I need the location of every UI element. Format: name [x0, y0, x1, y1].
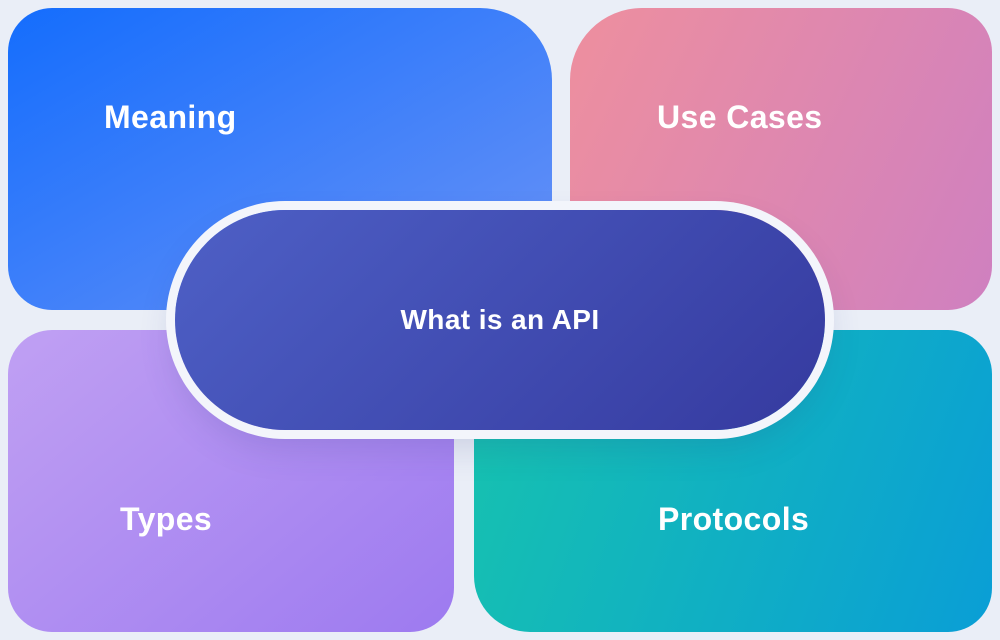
- node-meaning-label: Meaning: [104, 99, 237, 135]
- node-protocols-label: Protocols: [658, 501, 810, 537]
- center-pill: What is an API: [175, 210, 825, 430]
- node-types-label: Types: [120, 501, 213, 537]
- node-use-cases-label: Use Cases: [657, 99, 823, 135]
- center-title: What is an API: [400, 304, 600, 335]
